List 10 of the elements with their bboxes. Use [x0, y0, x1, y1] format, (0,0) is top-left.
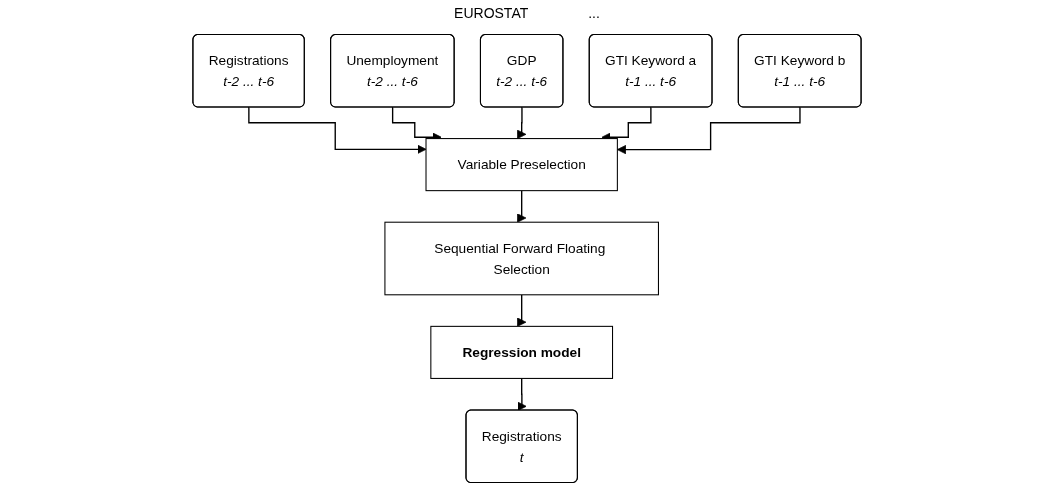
arrow — [517, 294, 527, 327]
node-box: Sequential Forward Floating Selection — [384, 221, 659, 296]
arrow — [517, 377, 527, 411]
node-box: Variable Preselection — [425, 138, 618, 192]
node-box: Regression model — [430, 325, 614, 379]
group-label: ... — [588, 5, 600, 21]
arrow — [517, 106, 527, 139]
arrow — [248, 106, 427, 154]
arrow — [517, 189, 527, 223]
group-label: EUROSTAT — [454, 5, 529, 21]
